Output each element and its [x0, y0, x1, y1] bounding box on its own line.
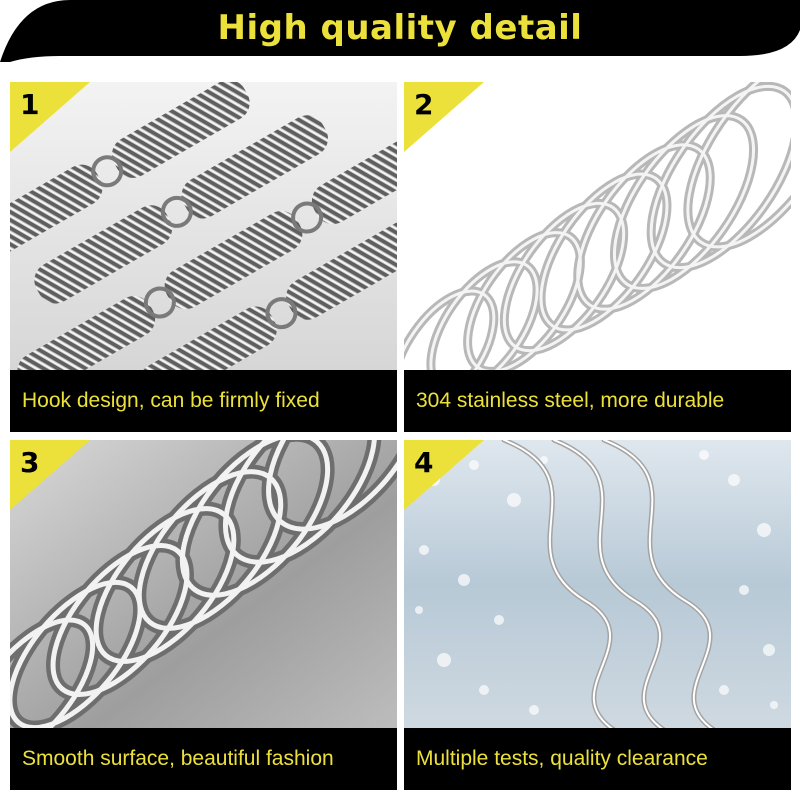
- corner-tag: [10, 82, 90, 152]
- caption-bar: 304 stainless steel, more durable: [404, 370, 791, 432]
- panel-number: 4: [414, 446, 434, 479]
- panel-smooth-surface: 3 Smooth surface, beautiful fashion: [10, 440, 397, 790]
- corner-tag: [404, 82, 484, 152]
- panel-caption: Hook design, can be firmly fixed: [22, 389, 320, 412]
- panel-stainless-steel: 2 304 stainless steel, more durable: [404, 82, 791, 432]
- panel-number: 2: [414, 88, 434, 121]
- panel-caption: Smooth surface, beautiful fashion: [22, 747, 334, 770]
- panel-hook-design: 1 Hook design, can be firmly fixed: [10, 82, 397, 432]
- panel-caption: 304 stainless steel, more durable: [416, 389, 725, 412]
- header-banner: High quality detail: [0, 0, 800, 62]
- panel-quality-tests: 4 Multiple tests, quality clearance: [404, 440, 791, 790]
- caption-bar: Multiple tests, quality clearance: [404, 728, 791, 790]
- page-title: High quality detail: [217, 8, 583, 48]
- smooth-coil-image: [10, 440, 397, 768]
- caption-bar: Hook design, can be firmly fixed: [10, 370, 397, 432]
- banner-shape: [0, 0, 800, 62]
- springs-with-hooks-image: [10, 82, 397, 405]
- corner-tag: [404, 440, 484, 510]
- panel-number: 3: [20, 446, 40, 479]
- panel-number: 1: [20, 88, 40, 121]
- wavy-wire-image: [404, 440, 791, 733]
- caption-bar: Smooth surface, beautiful fashion: [10, 728, 397, 790]
- corner-tag: [10, 440, 90, 510]
- panel-caption: Multiple tests, quality clearance: [416, 747, 708, 770]
